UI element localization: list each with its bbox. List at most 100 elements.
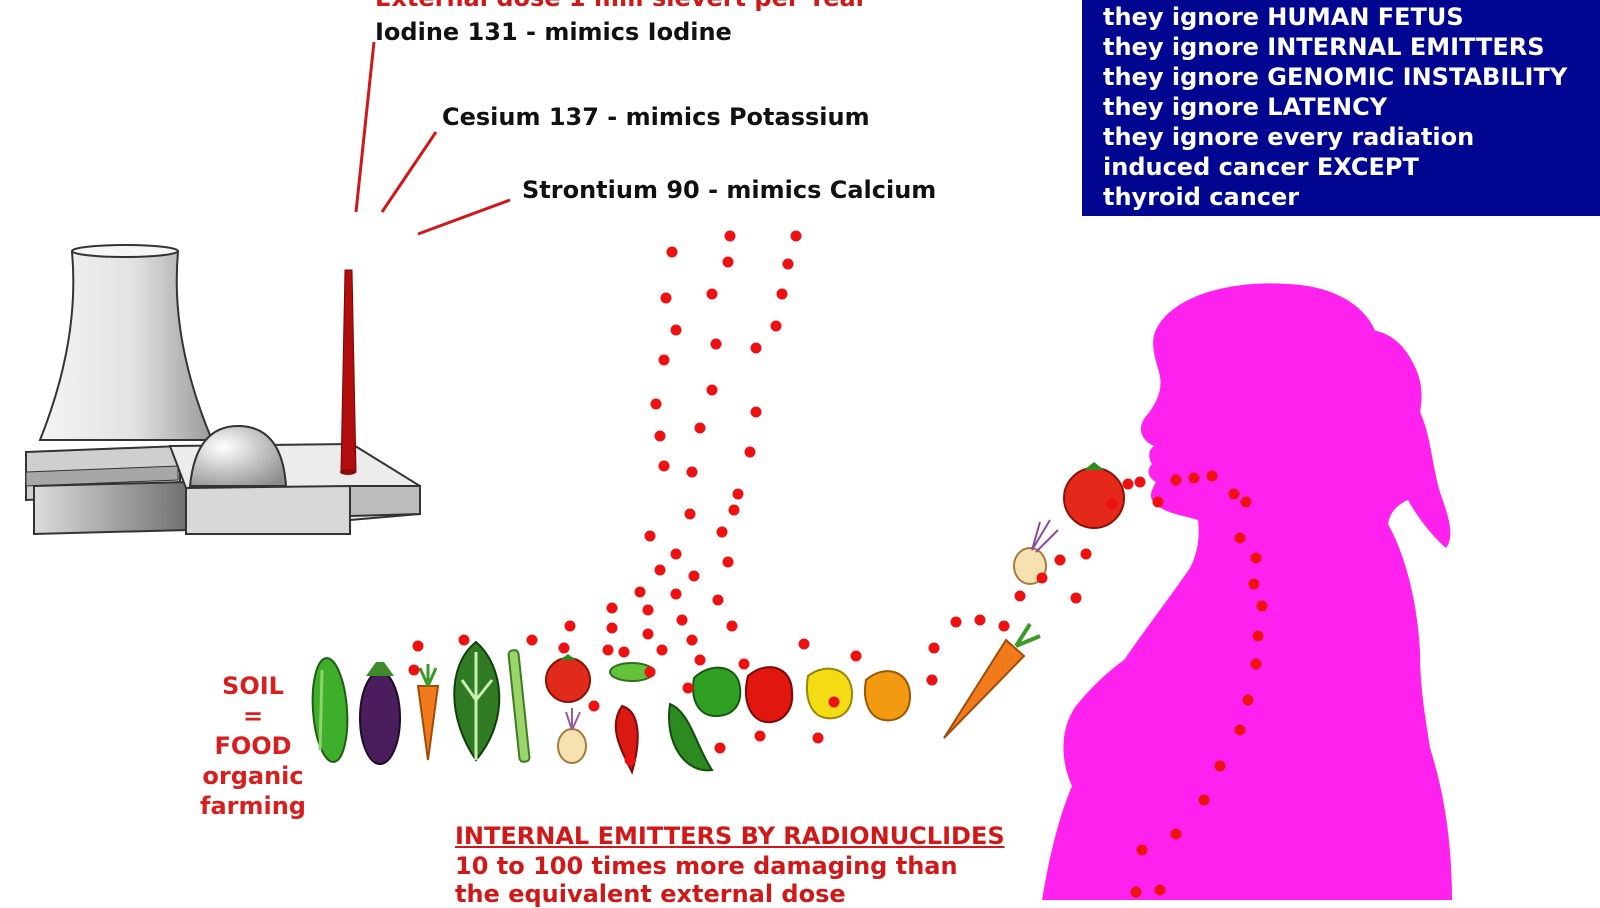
radioactive-particle xyxy=(694,654,706,666)
radioactive-particle xyxy=(526,634,538,646)
radioactive-particle xyxy=(1228,488,1240,500)
radioactive-particle xyxy=(724,230,736,242)
radioactive-particle xyxy=(716,526,728,538)
radioactive-particle xyxy=(1252,630,1264,642)
radioactive-particle xyxy=(670,548,682,560)
radioactive-particle xyxy=(1014,590,1026,602)
orange-bell-pepper-icon xyxy=(864,670,912,722)
internal-emitters-line2: the equivalent external dose xyxy=(455,880,846,908)
radioactive-particle xyxy=(850,650,862,662)
radioactive-particle xyxy=(564,620,576,632)
radioactive-particle xyxy=(706,384,718,396)
radioactive-particle xyxy=(1054,554,1066,566)
soil-equals: = xyxy=(242,702,264,730)
panel-line-thyroid: thyroid cancer xyxy=(1103,183,1300,211)
panel-line-genomic-instability: they ignore GENOMIC INSTABILITY xyxy=(1103,63,1568,91)
radioactive-particle xyxy=(1154,884,1166,896)
tomato-near-mouth-icon xyxy=(1063,462,1125,529)
radioactive-particle xyxy=(728,504,740,516)
radioactive-particle xyxy=(754,730,766,742)
radioactive-particle xyxy=(750,342,762,354)
radioactive-particle xyxy=(712,594,724,606)
tomato-icon xyxy=(545,654,591,703)
food-label: FOOD xyxy=(214,732,292,760)
radioactive-particles xyxy=(408,230,1268,898)
isotope-label-cesium: Cesium 137 - mimics Potassium xyxy=(442,103,870,131)
cut-off-heading: External dose 1 mili sievert per Year xyxy=(375,0,868,12)
radioactive-particle xyxy=(998,620,1010,632)
radioactive-particle xyxy=(624,754,636,766)
onion-icon xyxy=(557,708,587,764)
large-carrot-icon xyxy=(943,622,1041,739)
radioactive-particle xyxy=(686,466,698,478)
radioactive-particle xyxy=(1250,658,1262,670)
radioactive-particle xyxy=(1188,472,1200,484)
radioactive-particle xyxy=(660,292,672,304)
radioactive-particle xyxy=(688,570,700,582)
radioactive-particle xyxy=(770,320,782,332)
radioactive-particle xyxy=(654,564,666,576)
radioactive-particle xyxy=(1170,474,1182,486)
radioactive-particle xyxy=(710,338,722,350)
green-chili-icon xyxy=(668,702,714,772)
radioactive-particle xyxy=(1256,600,1268,612)
onion-near-mouth-icon xyxy=(1013,519,1059,585)
radioactive-particle xyxy=(798,638,810,650)
radioactive-particle xyxy=(1136,844,1148,856)
radioactive-particle xyxy=(642,628,654,640)
radioactive-particle xyxy=(776,288,788,300)
radioactive-particle xyxy=(694,422,706,434)
radioactive-particle xyxy=(686,634,698,646)
criticism-panel xyxy=(1082,0,1600,216)
chimney-icon xyxy=(340,269,357,473)
radioactive-particle xyxy=(658,460,670,472)
radioactive-particle xyxy=(618,646,630,658)
radioactive-particle xyxy=(950,616,962,628)
radioactive-particle xyxy=(408,664,420,676)
radioactive-particle xyxy=(974,614,986,626)
radioactive-particle xyxy=(670,324,682,336)
internal-emitters-line1: 10 to 100 times more damaging than xyxy=(455,852,958,880)
radioactive-particle xyxy=(642,604,654,616)
bok-choy-icon xyxy=(453,640,501,762)
radioactive-particle xyxy=(928,642,940,654)
radioactive-particle xyxy=(412,640,424,652)
radioactive-particle xyxy=(1234,724,1246,736)
radioactive-particle xyxy=(926,674,938,686)
radioactive-particle xyxy=(782,258,794,270)
carrot-icon xyxy=(416,664,440,761)
radioactive-particle xyxy=(828,696,840,708)
radioactive-particle xyxy=(458,634,470,646)
radioactive-particle xyxy=(726,620,738,632)
radioactive-particle xyxy=(654,430,666,442)
reactor-dome-icon xyxy=(188,424,288,487)
panel-line-latency: they ignore LATENCY xyxy=(1103,93,1388,121)
red-bell-pepper-icon xyxy=(745,666,794,724)
radioactive-particle xyxy=(644,666,656,678)
isotope-label-strontium: Strontium 90 - mimics Calcium xyxy=(522,176,937,204)
soil-label: SOIL xyxy=(222,672,284,700)
vegetable-row xyxy=(311,462,1125,775)
radioactive-particle xyxy=(1242,694,1254,706)
radioactive-particle xyxy=(1198,794,1210,806)
ponytail xyxy=(1370,330,1448,540)
radioactive-particle xyxy=(714,742,726,754)
radioactive-particle xyxy=(602,644,614,656)
panel-line-except: induced cancer EXCEPT xyxy=(1103,153,1419,181)
organic-label: organic xyxy=(202,762,304,790)
panel-line-fetus: they ignore HUMAN FETUS xyxy=(1103,3,1464,31)
radioactive-particle xyxy=(1250,552,1262,564)
radioactive-particle xyxy=(732,488,744,500)
radioactive-particle xyxy=(606,602,618,614)
radioactive-particle xyxy=(738,658,750,670)
radioactive-particle xyxy=(650,398,662,410)
leek-icon xyxy=(507,649,531,763)
radioactive-particle xyxy=(1240,496,1252,508)
radioactive-particle xyxy=(750,406,762,418)
farming-label: farming xyxy=(200,792,306,820)
radioactive-particle xyxy=(666,246,678,258)
panel-line-internal-emitters: they ignore INTERNAL EMITTERS xyxy=(1103,33,1545,61)
radioactive-particle xyxy=(722,256,734,268)
radioactive-particle xyxy=(812,732,824,744)
